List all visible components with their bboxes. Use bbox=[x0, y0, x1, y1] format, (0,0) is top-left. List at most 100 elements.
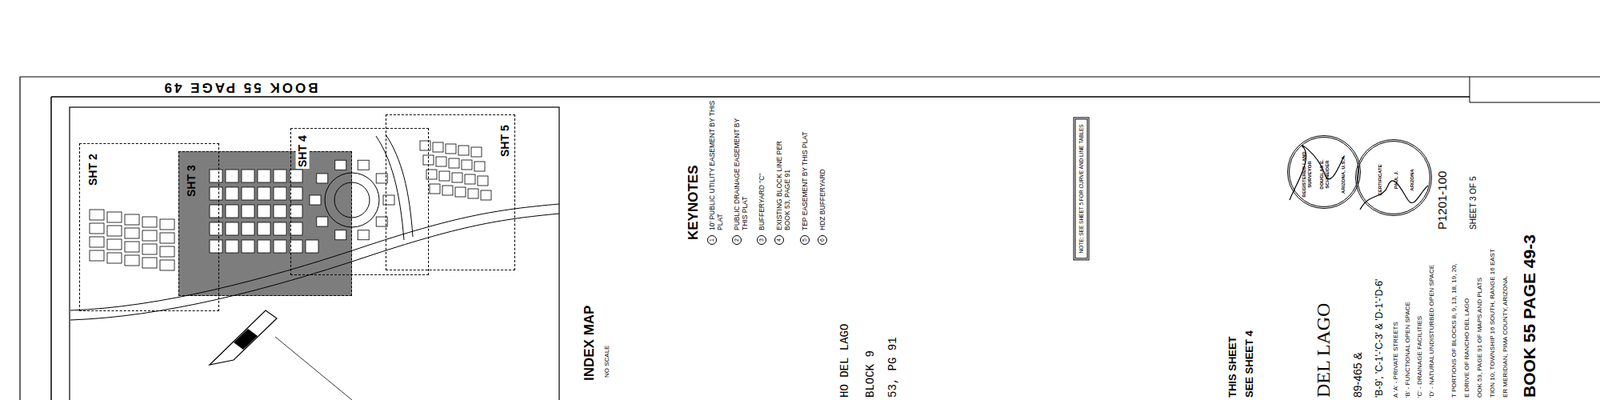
seal-text: PAUL J. bbox=[1393, 171, 1400, 189]
lot-outline bbox=[124, 228, 140, 239]
lot-outline bbox=[241, 187, 255, 200]
lot-outline bbox=[209, 204, 223, 218]
callout-number: 1 bbox=[707, 235, 717, 245]
lot-outline bbox=[225, 204, 239, 218]
seal-text: REGISTERED LAND SURVEYOR bbox=[1301, 151, 1312, 198]
lot-outline bbox=[455, 187, 466, 197]
sheet-label: SHT 4 bbox=[296, 133, 310, 169]
lot-outline bbox=[257, 169, 271, 183]
lot-outline bbox=[142, 230, 157, 241]
road-edge bbox=[70, 204, 560, 311]
callout-number: 6 bbox=[817, 235, 828, 245]
plat-text: 'D' - NATURAL UNDISTURBED OPEN SPACE bbox=[1428, 264, 1436, 398]
lot-outline bbox=[160, 246, 175, 257]
outer-border bbox=[20, 76, 1600, 77]
seal-text: DOUGLAS E. SCHNEIDER bbox=[1319, 151, 1330, 198]
lot-outline bbox=[225, 240, 239, 253]
lot-outline bbox=[209, 187, 223, 200]
lot-outline bbox=[209, 169, 223, 183]
lot-outline bbox=[448, 158, 460, 168]
lot-outline bbox=[124, 255, 140, 266]
lot-outline bbox=[468, 188, 479, 199]
callout-number: 4 bbox=[774, 235, 784, 245]
lot-outline bbox=[160, 232, 175, 244]
lot-outline bbox=[335, 230, 347, 240]
sheet-3-shading bbox=[178, 151, 352, 296]
lot-outline bbox=[107, 239, 122, 250]
lot-outline bbox=[89, 223, 104, 234]
lot-outline bbox=[124, 241, 140, 252]
lot-outline bbox=[439, 171, 450, 181]
sheet-outline: SHT 2 bbox=[79, 143, 220, 312]
cul-de-sac bbox=[324, 172, 380, 228]
index-map-frame bbox=[69, 107, 560, 400]
sheet-label: SHT 5 bbox=[498, 123, 512, 159]
seal-text: CERTIFICATE bbox=[1377, 164, 1384, 196]
plat-text: SEE SHEET 4 bbox=[1243, 330, 1256, 398]
registration-seal: CERTIFICATE PAUL J. ARIZONA bbox=[1355, 139, 1432, 216]
registration-seal: REGISTERED LAND SURVEYOR DOUGLAS E. SCHNE… bbox=[1287, 135, 1361, 209]
lot-outline bbox=[432, 142, 444, 152]
lot-outline bbox=[289, 222, 303, 236]
lot-outline bbox=[458, 145, 469, 156]
lot-outline bbox=[474, 161, 485, 172]
sheet-outline: SHT 3 bbox=[178, 151, 352, 296]
lot-outline bbox=[273, 187, 287, 200]
lot-outline bbox=[335, 160, 347, 170]
lot-outline bbox=[436, 156, 447, 167]
lot-outline bbox=[420, 140, 431, 151]
keynotes-title: KEYNOTES bbox=[685, 164, 702, 240]
lot-outline bbox=[357, 160, 369, 170]
plat-text: HO DEL LAGO bbox=[838, 324, 852, 398]
plat-text: T PORTIONS OF BLOCKS 8, 9, 13, 18, 19, 2… bbox=[1450, 263, 1459, 398]
plat-text: ER MERIDIAN, PIMA COUNTY, ARIZONA. bbox=[1501, 275, 1510, 398]
lot-outline bbox=[241, 169, 255, 183]
plat-text: TION 10, TOWNSHIP 16 SOUTH, RANGE 16 EAS… bbox=[1488, 248, 1497, 398]
lot-outline bbox=[124, 214, 140, 225]
lot-outline bbox=[273, 222, 287, 236]
plat-text: BOOK 55 PAGE 49-3 bbox=[1519, 234, 1540, 398]
plat-text: E DRIVE OF RANCHO DEL LAGO bbox=[1463, 298, 1472, 398]
lot-outline bbox=[289, 187, 303, 200]
plat-text: DEL LAGO bbox=[1312, 303, 1336, 398]
callout-number: 5 bbox=[800, 235, 810, 245]
lot-outline bbox=[316, 173, 328, 184]
plat-text: TEP EASEMENT BY THIS PLAT bbox=[800, 132, 809, 231]
lot-outline bbox=[142, 257, 157, 268]
lot-outline bbox=[257, 222, 271, 236]
plat-text: 'B' - FUNCTIONAL OPEN SPACE bbox=[1404, 301, 1412, 398]
plat-text: HDZ BUFFERYARD bbox=[818, 168, 827, 231]
plat-text: P1201-100 bbox=[1435, 171, 1450, 230]
lot-outline bbox=[471, 147, 482, 157]
plat-text: BLOCK 9 bbox=[864, 350, 878, 398]
book-page-stamp: BOOK 55 PAGE 49 bbox=[162, 79, 319, 96]
seal-text: ARIZONA bbox=[1409, 168, 1416, 191]
lot-outline bbox=[316, 216, 328, 227]
plat-text: 'B-9', 'C-1'-'C-3' & 'D-1'-'D-6' bbox=[1373, 279, 1385, 398]
lot-outline bbox=[257, 204, 271, 218]
lot-outline bbox=[289, 240, 303, 253]
plat-text: 53, PG 91 bbox=[886, 336, 900, 398]
lot-outline bbox=[142, 216, 157, 228]
plat-text: BUFFERYARD "C" bbox=[757, 173, 766, 231]
scale-note: NO SCALE bbox=[603, 345, 612, 378]
lot-outline bbox=[142, 244, 157, 255]
lot-outline bbox=[107, 225, 122, 236]
map-title: INDEX MAP bbox=[581, 305, 598, 381]
plat-text: SHEET 3 OF 5 bbox=[1468, 176, 1479, 230]
lot-outline bbox=[273, 169, 287, 183]
lot-outline bbox=[209, 240, 223, 253]
lot-outline bbox=[89, 209, 104, 220]
lot-outline bbox=[160, 219, 175, 230]
inner-border bbox=[51, 96, 1470, 98]
road-edge bbox=[385, 134, 413, 237]
seal-text: ARIZONA, U.S.A. bbox=[1340, 151, 1347, 198]
lot-outline bbox=[225, 187, 239, 200]
plat-text: 89-465 & bbox=[1351, 352, 1365, 398]
lot-outline bbox=[273, 204, 287, 218]
plat-text: OOK 53, PAGE 91 OF MAPS AND PLATS bbox=[1476, 277, 1484, 398]
lot-outline bbox=[225, 169, 239, 183]
lot-outline bbox=[289, 204, 303, 218]
cul-de-sac bbox=[334, 182, 370, 218]
road-edge bbox=[376, 136, 404, 240]
